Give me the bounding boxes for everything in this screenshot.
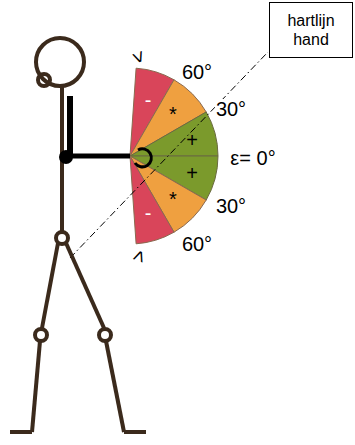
box-text: hartlijn hand [274,11,348,49]
angle-label: - [145,90,152,110]
angle-label: + [186,163,198,183]
angle-label: ε= 0° [229,148,276,168]
angle-label: 60° [181,234,213,254]
stick-figure [10,38,146,432]
angle-label: + [186,130,198,150]
angle-label: > [127,246,150,266]
label-box: hartlijn hand [269,2,353,58]
red-sector [130,156,174,244]
arm [59,96,151,167]
angle-label: 30° [215,99,247,119]
angle-label: 60° [181,62,213,82]
angle-label: > [127,47,150,67]
angle-label: * [169,104,177,124]
angle-label: * [169,189,177,209]
angle-label: - [145,203,152,223]
angle-label: 30° [215,196,247,216]
